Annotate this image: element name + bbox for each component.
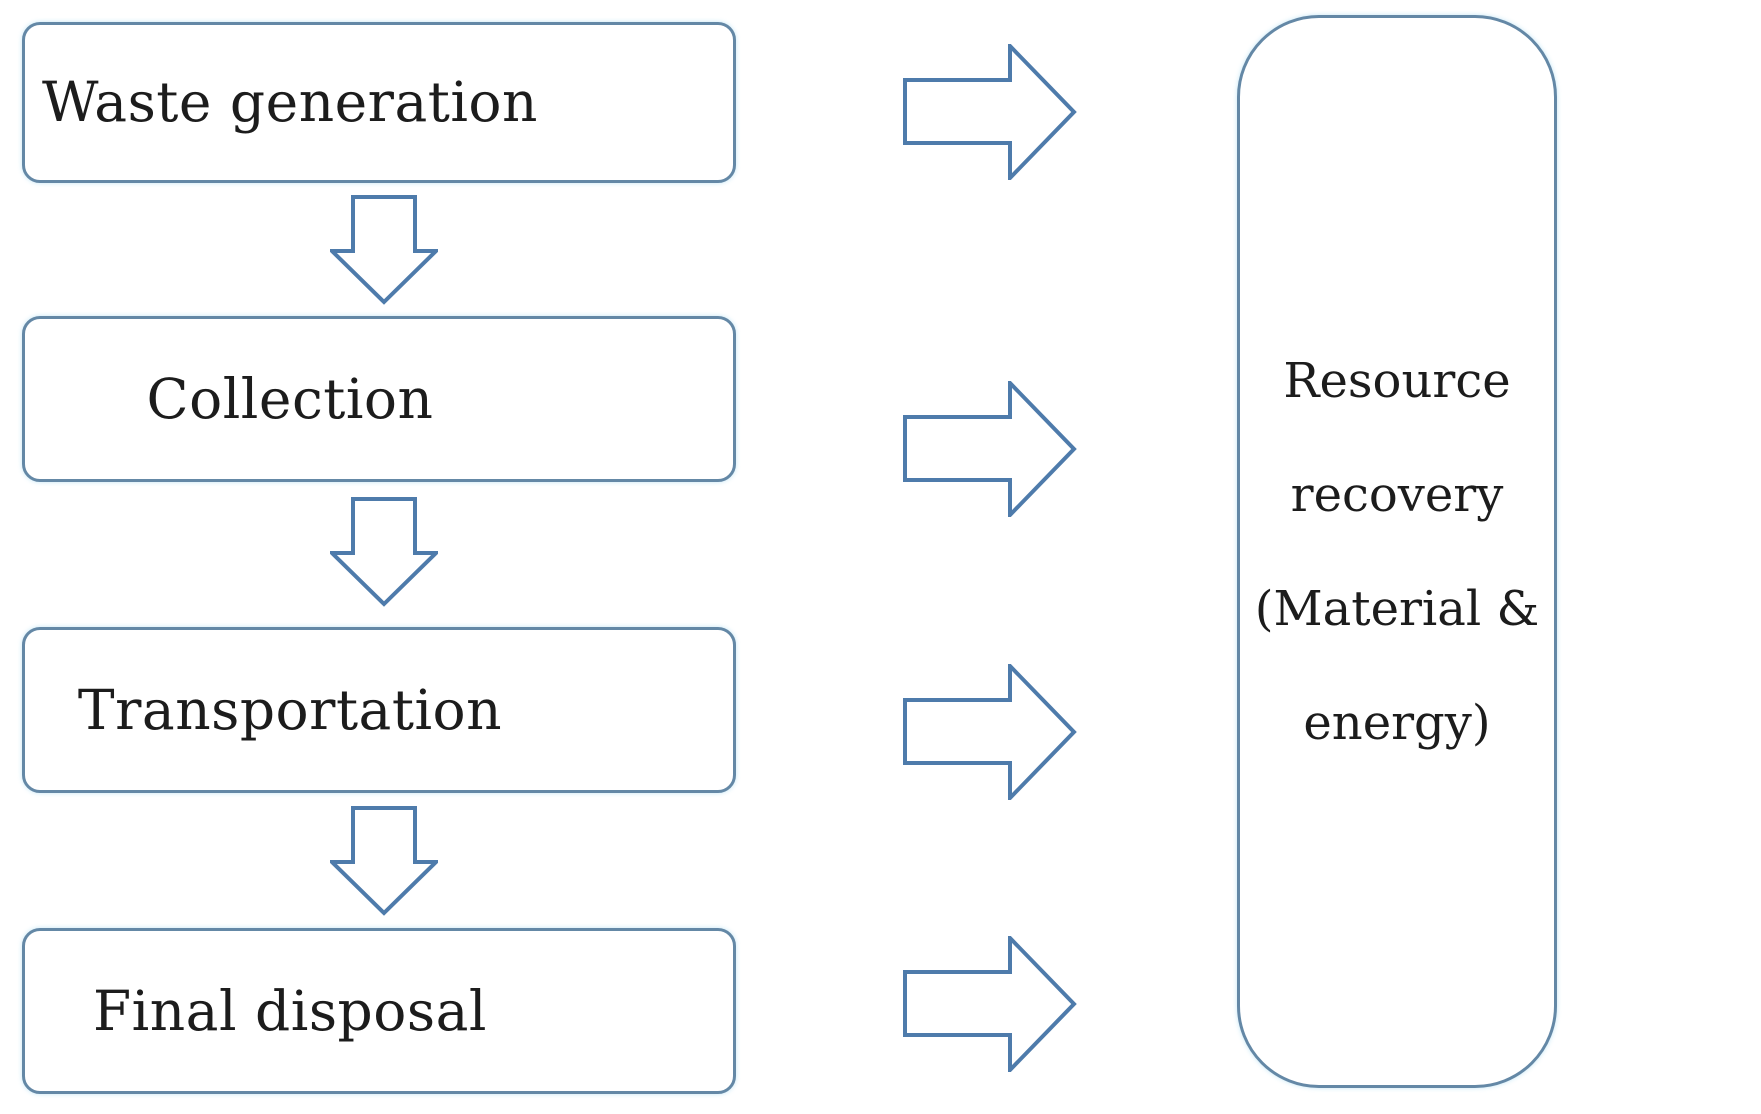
down-arrow-icon (330, 806, 438, 916)
right-arrow-icon (903, 664, 1077, 800)
stage-box-waste-generation: Waste generation (22, 22, 736, 183)
result-line: energy) (1303, 694, 1491, 751)
result-line: (Material & (1254, 580, 1540, 637)
stage-box-transportation: Transportation (22, 627, 736, 793)
stage-label-final-disposal: Final disposal (93, 978, 487, 1043)
stage-label-waste-generation: Waste generation (42, 70, 538, 135)
down-arrow-icon (330, 497, 438, 607)
right-arrow-icon (903, 381, 1077, 517)
stage-label-transportation: Transportation (77, 677, 503, 742)
result-line: recovery (1290, 466, 1504, 523)
result-line: Resource (1283, 352, 1511, 409)
stage-box-collection: Collection (22, 316, 736, 482)
right-arrow-icon (903, 44, 1077, 180)
result-box-resource-recovery: Resource recovery (Material & energy) (1237, 15, 1557, 1088)
down-arrow-icon (330, 195, 438, 305)
right-arrow-icon (903, 936, 1077, 1072)
stage-label-collection: Collection (146, 366, 434, 431)
stage-box-final-disposal: Final disposal (22, 928, 736, 1094)
